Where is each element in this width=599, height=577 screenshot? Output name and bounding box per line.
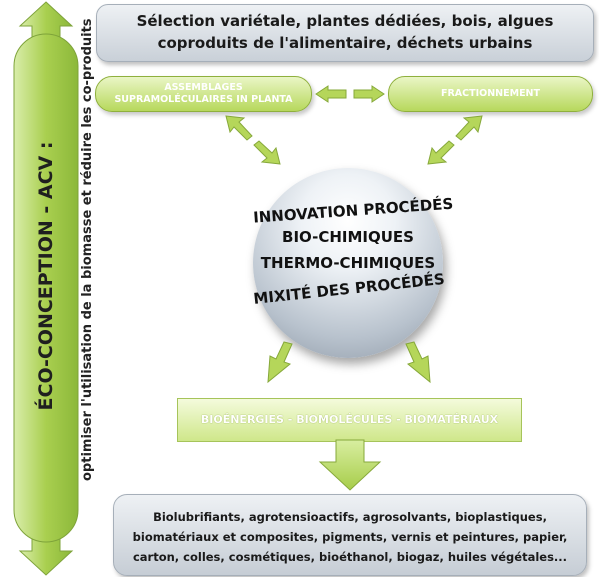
side-double-arrow bbox=[13, 1, 79, 576]
side-bar-title: ÉCO-CONCEPTION - ACV : bbox=[35, 141, 57, 411]
biomass-sources-line-2: coproduits de l'alimentaire, déchets urb… bbox=[157, 34, 533, 52]
down-arrow-left bbox=[267, 341, 293, 384]
biomass-sources-line-1: Sélection variétale, plantes dédiées, bo… bbox=[136, 12, 554, 30]
biomass-sources-box: Sélection variétale, plantes dédiées, bo… bbox=[96, 4, 594, 62]
fractionnement-pill: FRACTIONNEMENT bbox=[388, 76, 593, 112]
outputs-box: BIOÉNERGIES - BIOMOLÉCULES - BIOMATÉRIAU… bbox=[177, 398, 522, 442]
applications-box: Biolubrifiants, agrotensioactifs, agroso… bbox=[113, 494, 587, 576]
applications-line-3: carton, colles, cosmétiques, bioéthanol,… bbox=[132, 550, 568, 564]
assemblages-label-line-1: ASSEMBLAGES bbox=[164, 82, 243, 93]
diagonal-arrow-left bbox=[225, 115, 281, 165]
sphere-line-thermo-chimiques: THERMO-CHIMIQUES bbox=[260, 254, 436, 272]
diagonal-arrow-right bbox=[427, 115, 483, 165]
down-arrow-right bbox=[405, 341, 431, 384]
assemblages-pill: ASSEMBLAGES SUPRAMOLÉCULAIRES IN PLANTA bbox=[95, 76, 312, 112]
sphere-line-bio-chimiques: BIO-CHIMIQUES bbox=[282, 228, 414, 246]
bidirectional-arrow bbox=[315, 85, 385, 103]
big-down-arrow bbox=[318, 439, 382, 491]
applications-line-2: biomatériaux et composites, pigments, ve… bbox=[132, 530, 568, 544]
process-innovation-sphere: INNOVATION PROCÉDÉS BIO-CHIMIQUES THERMO… bbox=[252, 168, 454, 358]
outputs-label: BIOÉNERGIES - BIOMOLÉCULES - BIOMATÉRIAU… bbox=[200, 413, 499, 426]
applications-line-1: Biolubrifiants, agrotensioactifs, agroso… bbox=[153, 510, 547, 524]
sphere-line-mixite: MIXITÉ DES PROCÉDÉS bbox=[252, 269, 446, 308]
side-bar-subtitle: optimiser l'utilisation de la biomasse e… bbox=[80, 18, 95, 481]
assemblages-label-line-2: SUPRAMOLÉCULAIRES IN PLANTA bbox=[114, 94, 293, 105]
sphere-line-innovation: INNOVATION PROCÉDÉS bbox=[252, 194, 454, 227]
